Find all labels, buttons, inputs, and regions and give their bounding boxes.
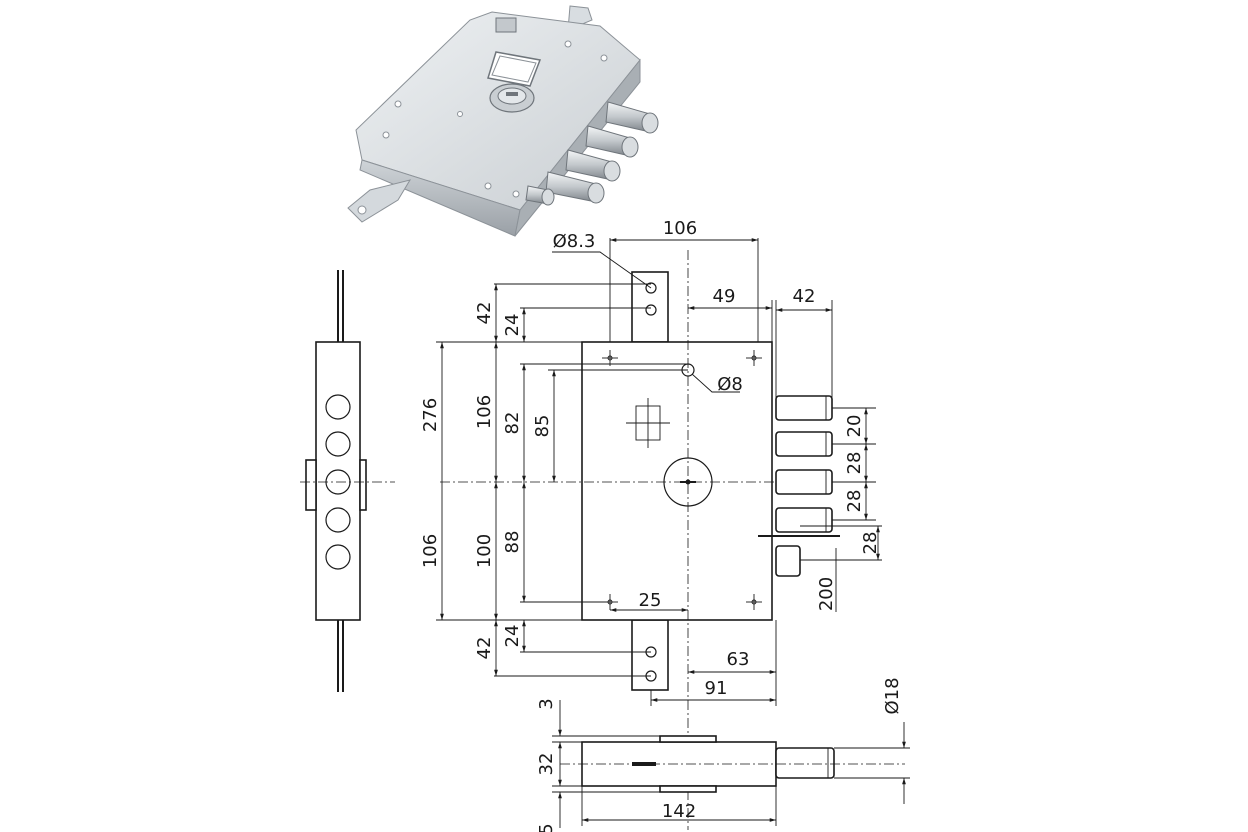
dim-bolt-pitch-28c: 28 xyxy=(860,532,881,555)
dim-bolt-pitch-20: 20 xyxy=(844,415,865,438)
screw-mark xyxy=(602,350,618,366)
bolt xyxy=(775,431,833,457)
screw-mark xyxy=(746,594,762,610)
product-bolts xyxy=(525,101,659,206)
dim-side-32: 32 xyxy=(536,753,557,776)
edge-view xyxy=(300,270,395,692)
dim-offset-91: 91 xyxy=(705,678,728,699)
dim-side-5: 5 xyxy=(536,823,557,832)
bolt xyxy=(775,507,833,533)
dim-lower-100: 100 xyxy=(474,534,495,568)
dim-bolt-pitch-28a: 28 xyxy=(844,452,865,475)
dim-bolt-diameter: Ø18 xyxy=(882,677,903,714)
bolt xyxy=(775,395,833,421)
dim-plate-42-top: 42 xyxy=(474,302,495,325)
dim-latch-200: 200 xyxy=(816,577,837,611)
dim-case-142: 142 xyxy=(662,801,696,822)
dimension-lines xyxy=(436,238,910,828)
dim-bolt-length: 42 xyxy=(793,286,816,307)
front-view xyxy=(440,250,840,830)
lock-product-illustration xyxy=(347,5,659,237)
dim-top-width: 106 xyxy=(663,218,697,239)
dim-bottom-25: 25 xyxy=(639,590,662,611)
dim-lower-106: 106 xyxy=(420,534,441,568)
dimension-labels: 106 Ø8.3 49 42 42 24 276 106 82 85 Ø8 20… xyxy=(420,218,903,832)
dim-plate-24-top: 24 xyxy=(502,314,523,337)
latch xyxy=(758,535,840,577)
dim-lower-88: 88 xyxy=(502,531,523,554)
dim-plate-24-bottom: 24 xyxy=(502,625,523,648)
dim-plate-42-bottom: 42 xyxy=(474,637,495,660)
dim-bolt-pitch-28b: 28 xyxy=(844,490,865,513)
dim-upper-106: 106 xyxy=(474,395,495,429)
dim-hole-8: Ø8 xyxy=(717,374,743,395)
bottom-view xyxy=(560,735,905,793)
dim-offset-49: 49 xyxy=(713,286,736,307)
screw-mark xyxy=(746,350,762,366)
dim-offset-63: 63 xyxy=(727,649,750,670)
dim-upper-85: 85 xyxy=(532,415,553,438)
dim-upper-82: 82 xyxy=(502,412,523,435)
dim-height-276: 276 xyxy=(420,398,441,432)
bolt xyxy=(775,469,833,495)
dim-side-3: 3 xyxy=(536,698,557,709)
dim-pin-hole: Ø8.3 xyxy=(553,231,596,252)
